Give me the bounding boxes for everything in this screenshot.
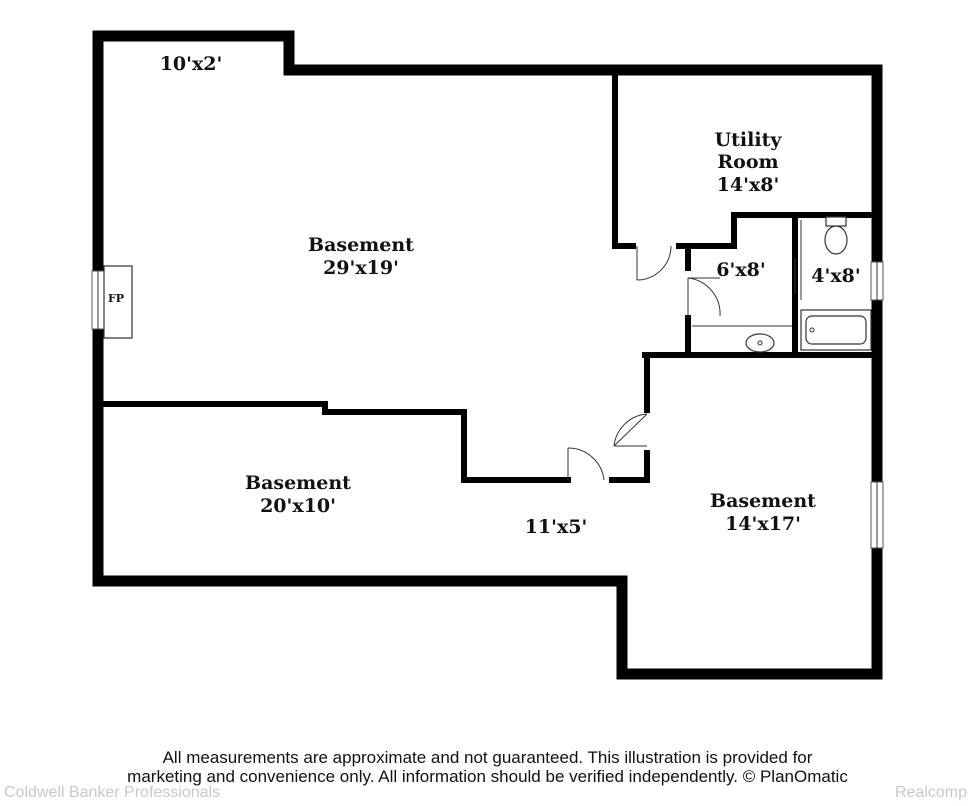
room-name: Basement: [710, 490, 816, 512]
disclaimer-line: All measurements are approximate and not…: [162, 748, 813, 767]
left-basement-wall: [101, 401, 571, 483]
disclaimer-line: marketing and convenience only. All info…: [127, 767, 848, 786]
room-name: Basement: [245, 472, 351, 494]
room-basement-right: Basement 14'x17': [710, 490, 816, 535]
room-size: 14'x17': [725, 513, 801, 535]
room-size: 14'x8': [717, 174, 780, 196]
door-utility: [636, 245, 672, 281]
room-bath: 4'x8': [811, 265, 860, 287]
utility-room-wall-lower: [676, 212, 880, 249]
fireplace: FP: [103, 265, 133, 339]
room-hall: 11'x5': [525, 516, 588, 538]
watermark-brokerage: Coldwell Banker Professionals: [4, 784, 221, 801]
door-hall: [567, 447, 605, 481]
window-east-bath: [870, 261, 884, 301]
room-closet: 6'x8': [716, 259, 765, 281]
room-size: 4'x8': [811, 265, 860, 287]
utility-room-wall: [612, 67, 636, 249]
room-size: 29'x19': [323, 257, 399, 279]
door-closet: [687, 277, 721, 317]
room-size: 20'x10': [260, 495, 336, 517]
room-basement-main: Basement 29'x19': [308, 234, 414, 279]
watermark-mls: Realcomp: [894, 784, 967, 801]
door-right-basement: [613, 413, 648, 447]
room-name: Basement: [308, 234, 414, 256]
room-utility: Utility Room 14'x8': [715, 129, 783, 196]
right-basement-wall-lower: [609, 450, 650, 483]
toilet-icon: [824, 216, 848, 255]
room-alcove: 10'x2': [160, 53, 223, 75]
window-west: [91, 270, 105, 330]
room-name-line1: Utility: [715, 129, 783, 151]
bathtub-icon: [800, 309, 872, 351]
exterior-wall: [92, 30, 883, 680]
laundry-sink-icon: [692, 325, 792, 353]
room-basement-left: Basement 20'x10': [245, 472, 351, 517]
room-size: 6'x8': [716, 259, 765, 281]
room-size: 10'x2': [160, 53, 223, 75]
room-size: 11'x5': [525, 516, 588, 538]
fireplace-label: FP: [108, 292, 124, 305]
window-east-basement: [870, 481, 884, 549]
room-name-line2: Room: [717, 151, 778, 173]
